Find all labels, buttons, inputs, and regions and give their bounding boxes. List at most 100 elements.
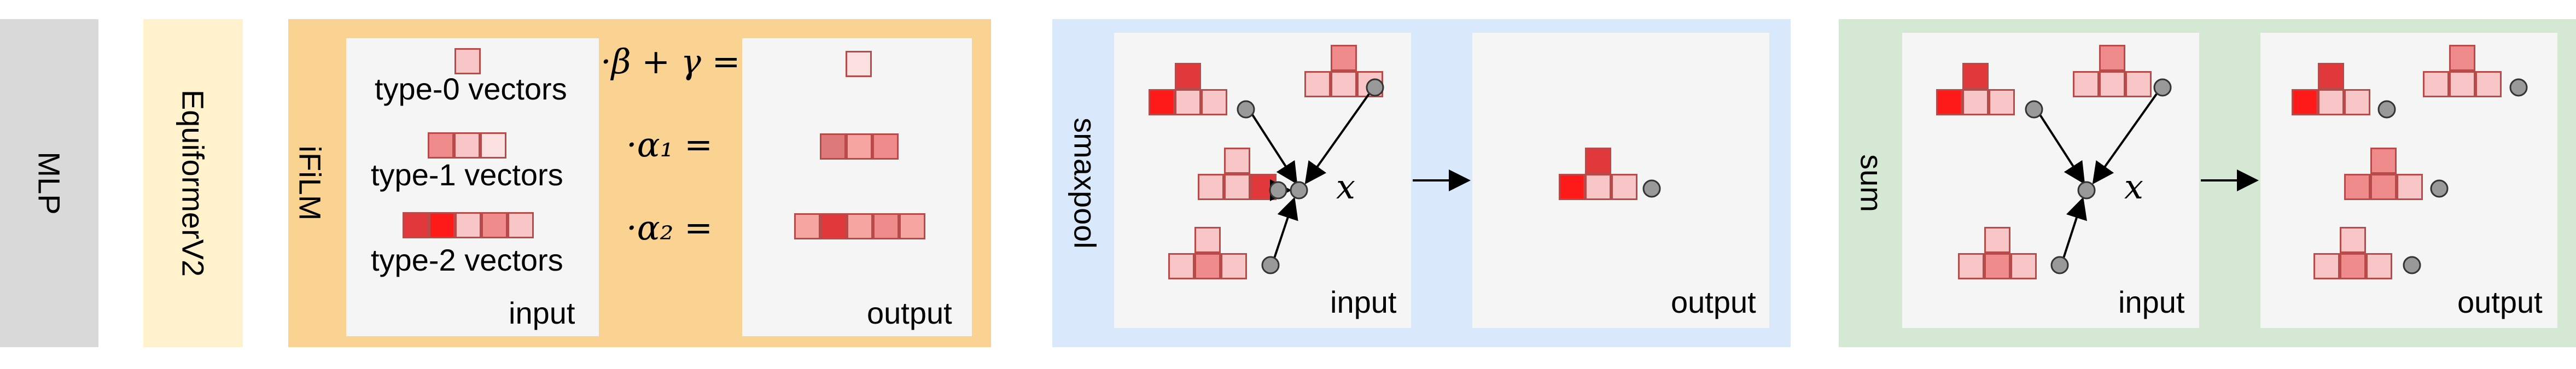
sum-input-label: input xyxy=(2118,285,2185,319)
feature-cell xyxy=(429,212,455,238)
feature-cell xyxy=(1559,174,1585,200)
edge-arrow xyxy=(2039,114,2085,185)
feature-cell xyxy=(2125,71,2152,97)
node-dot xyxy=(1290,181,1308,200)
feature-cell xyxy=(2318,89,2344,115)
feature-cell xyxy=(846,51,872,77)
feature-cell xyxy=(1611,174,1637,200)
feature-cell xyxy=(2397,174,2423,200)
feature-cell xyxy=(480,132,506,159)
feature-cell xyxy=(481,212,508,238)
feature-cell xyxy=(1936,89,1962,115)
feature-cell xyxy=(820,213,847,239)
feature-cell xyxy=(1221,253,1247,279)
feature-cell xyxy=(1984,253,2010,279)
feature-cell xyxy=(1194,227,1221,253)
feature-cell xyxy=(1962,89,1989,115)
feature-cell xyxy=(454,48,481,74)
feature-cell xyxy=(2366,253,2392,279)
feature-cell xyxy=(1198,174,1224,200)
node-dot xyxy=(2077,181,2096,200)
sum-output-label: output xyxy=(2457,285,2543,319)
ifilm-output-panel xyxy=(742,38,972,336)
ifilm-input-panel xyxy=(346,38,599,336)
feature-cell xyxy=(1958,253,1984,279)
feature-cell xyxy=(2475,71,2502,97)
eq-alpha1: ·α₁ = xyxy=(626,125,713,165)
feature-cell xyxy=(1989,89,2015,115)
feature-cell xyxy=(2010,253,2037,279)
node-dot xyxy=(1642,179,1661,198)
feature-cell xyxy=(1168,253,1194,279)
equiformer-block: EquiformerV2 xyxy=(143,19,243,347)
feature-cell xyxy=(2423,71,2449,97)
feature-cell xyxy=(454,132,480,159)
node-dot xyxy=(1237,100,1255,119)
ifilm-input-label: input xyxy=(509,296,575,330)
feature-cell xyxy=(2370,148,2397,174)
node-dot xyxy=(2430,179,2449,198)
feature-cell xyxy=(508,212,534,238)
feature-cell xyxy=(2099,45,2125,71)
feature-cell xyxy=(2344,174,2370,200)
sum-x-label: x xyxy=(2124,167,2143,207)
type0-label: type-0 vectors xyxy=(375,72,567,106)
feature-cell xyxy=(2370,174,2397,200)
feature-cell xyxy=(847,213,873,239)
feature-cell xyxy=(455,212,481,238)
feature-cell xyxy=(1585,174,1611,200)
feature-cell xyxy=(1224,174,1250,200)
smaxpool-x-label: x xyxy=(1336,167,1355,207)
feature-cell xyxy=(2313,253,2340,279)
feature-cell xyxy=(2449,45,2475,71)
feature-cell xyxy=(2340,253,2366,279)
feature-cell xyxy=(1331,71,1357,97)
edge-arrow xyxy=(1304,93,1370,185)
feature-cell xyxy=(1149,89,1175,115)
feature-cell xyxy=(794,213,820,239)
feature-cell xyxy=(872,133,899,160)
feature-cell xyxy=(1585,148,1611,174)
node-dot xyxy=(2377,100,2396,119)
edge-arrow xyxy=(1251,114,1298,185)
node-dot xyxy=(2050,256,2069,274)
eq-beta: ·β + γ = xyxy=(601,42,741,81)
ifilm-output-label: output xyxy=(867,296,952,330)
feature-cell xyxy=(2318,63,2344,89)
feature-cell xyxy=(1201,89,1227,115)
feature-cell xyxy=(2344,89,2370,115)
feature-cell xyxy=(1175,63,1201,89)
feature-cell xyxy=(1962,63,1989,89)
node-dot xyxy=(2153,78,2172,97)
mlp-block: MLP xyxy=(0,19,98,347)
edge-arrow xyxy=(1273,197,1298,259)
node-dot xyxy=(2509,78,2528,97)
feature-cell xyxy=(820,133,846,160)
feature-cell xyxy=(1304,71,1331,97)
smaxpool-input-label: input xyxy=(1330,285,1397,319)
feature-cell xyxy=(2292,89,2318,115)
feature-cell xyxy=(1331,45,1357,71)
feature-cell xyxy=(873,213,899,239)
feature-cell xyxy=(899,213,925,239)
feature-cell xyxy=(2073,71,2099,97)
feature-cell xyxy=(2449,71,2475,97)
feature-cell xyxy=(1224,148,1250,174)
feature-cell xyxy=(2340,227,2366,253)
edge-arrow xyxy=(2092,93,2158,185)
smaxpool-output-label: output xyxy=(1671,285,1756,319)
feature-cell xyxy=(1194,253,1221,279)
node-dot xyxy=(1269,181,1287,200)
node-dot xyxy=(2025,100,2043,119)
feature-cell xyxy=(403,212,429,238)
feature-cell xyxy=(1175,89,1201,115)
node-dot xyxy=(1261,256,1280,274)
edge-arrow xyxy=(2062,197,2087,259)
node-dot xyxy=(2403,256,2421,274)
feature-cell xyxy=(428,132,454,159)
type1-label: type-1 vectors xyxy=(371,157,563,192)
type2-label: type-2 vectors xyxy=(371,243,563,277)
feature-cell xyxy=(846,133,872,160)
eq-alpha2: ·α₂ = xyxy=(626,208,713,248)
